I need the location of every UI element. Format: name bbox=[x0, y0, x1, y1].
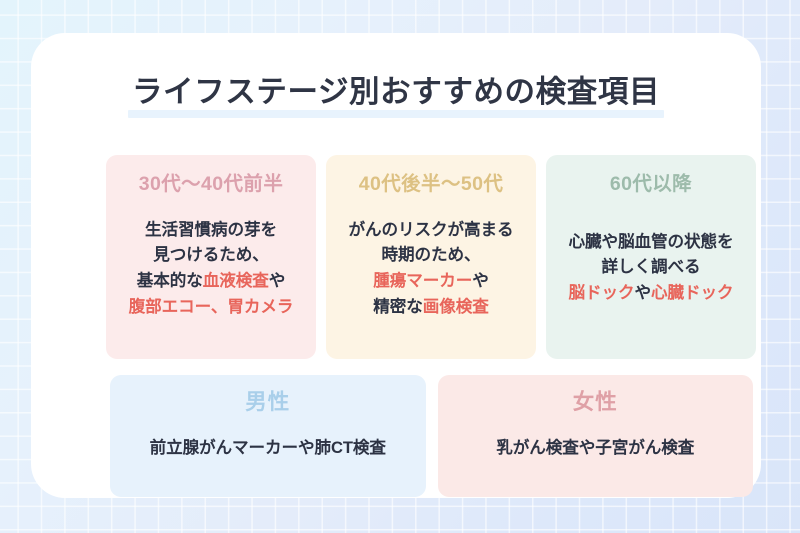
highlighted-exam-term: 血液検査 bbox=[202, 270, 269, 290]
stage-card-body-line: がんのリスクが高まる bbox=[336, 217, 526, 243]
text-segment: がんのリスクが高まる bbox=[348, 219, 514, 239]
stage-card-body-line: 腫瘍マーカーや bbox=[336, 268, 526, 294]
highlighted-exam-term: 腹部エコー、胃カメラ bbox=[128, 296, 294, 316]
page-title-text: ライフステージ別おすすめの検査項目 bbox=[131, 75, 661, 109]
stage-card-body-line: 精密な画像検査 bbox=[336, 294, 526, 320]
text-segment: や bbox=[472, 270, 489, 290]
stage-card-age-60s-and-over: 60代以降 心臓や脳血管の状態を 詳しく調べる 脳ドックや心臓ドック bbox=[546, 155, 756, 359]
text-segment: や bbox=[634, 282, 652, 302]
gender-card-body: 乳がん検査や子宮がん検査 bbox=[496, 437, 695, 457]
life-stage-card-row: 30代〜40代前半 生活習慣病の芽を 見つけるため、 基本的な血液検査や 腹部エ… bbox=[106, 155, 756, 359]
content-panel: ライフステージ別おすすめの検査項目 30代〜40代前半 生活習慣病の芽を 見つけ… bbox=[31, 33, 761, 498]
text-segment: 基本的な bbox=[136, 270, 203, 290]
stage-card-heading: 40代後半〜50代 bbox=[358, 173, 504, 195]
stage-card-body: 生活習慣病の芽を 見つけるため、 基本的な血液検査や 腹部エコー、胃カメラ bbox=[116, 217, 306, 320]
stage-card-body: 心臓や脳血管の状態を 詳しく調べる 脳ドックや心臓ドック bbox=[556, 229, 746, 306]
title-underline-highlight bbox=[128, 109, 664, 118]
text-segment: や bbox=[268, 270, 286, 290]
stage-card-body: がんのリスクが高まる 時期のため、 腫瘍マーカーや 精密な画像検査 bbox=[336, 217, 526, 320]
stage-card-body-line: 見つけるため、 bbox=[116, 242, 306, 268]
text-segment: 時期のため、 bbox=[381, 245, 481, 265]
gender-card-row: 男性 前立腺がんマーカーや肺CT検査 女性 乳がん検査や子宮がん検査 bbox=[110, 375, 753, 497]
gender-card-body: 前立腺がんマーカーや肺CT検査 bbox=[149, 437, 386, 457]
stage-card-body-line: 心臓や脳血管の状態を bbox=[556, 229, 746, 255]
stage-card-age-30-to-early-40s: 30代〜40代前半 生活習慣病の芽を 見つけるため、 基本的な血液検査や 腹部エ… bbox=[106, 155, 316, 359]
stage-card-age-late-40s-to-50s: 40代後半〜50代 がんのリスクが高まる 時期のため、 腫瘍マーカーや 精密な画… bbox=[326, 155, 536, 359]
title-container: ライフステージ別おすすめの検査項目 bbox=[31, 77, 761, 118]
highlighted-exam-term: 脳ドック bbox=[568, 282, 635, 302]
highlighted-exam-term: 心臓ドック bbox=[651, 282, 734, 302]
stage-card-body-line: 生活習慣病の芽を bbox=[116, 217, 306, 243]
highlighted-exam-term: 腫瘍マーカー bbox=[373, 270, 473, 290]
stage-card-body-line: 脳ドックや心臓ドック bbox=[556, 280, 746, 306]
stage-card-heading: 60代以降 bbox=[609, 173, 693, 195]
stage-card-body-line: 詳しく調べる bbox=[556, 254, 746, 280]
gender-card-heading: 男性 bbox=[245, 390, 291, 414]
text-segment: 心臓や脳血管の状態を bbox=[568, 231, 734, 251]
highlighted-exam-term: 画像検査 bbox=[422, 296, 489, 316]
text-segment: 見つけるため、 bbox=[153, 245, 269, 265]
text-segment: 生活習慣病の芽を bbox=[145, 219, 277, 239]
stage-card-heading: 30代〜40代前半 bbox=[138, 173, 284, 195]
text-segment: 詳しく調べる bbox=[601, 257, 701, 277]
page-title: ライフステージ別おすすめの検査項目 bbox=[124, 77, 668, 118]
gender-card-female: 女性 乳がん検査や子宮がん検査 bbox=[437, 375, 753, 497]
gender-card-male: 男性 前立腺がんマーカーや肺CT検査 bbox=[110, 375, 426, 497]
gender-card-heading: 女性 bbox=[572, 390, 618, 414]
stage-card-body-line: 時期のため、 bbox=[336, 242, 526, 268]
stage-card-body-line: 腹部エコー、胃カメラ bbox=[116, 294, 306, 320]
stage-card-body-line: 基本的な血液検査や bbox=[116, 268, 306, 294]
text-segment: 精密な bbox=[373, 296, 423, 316]
